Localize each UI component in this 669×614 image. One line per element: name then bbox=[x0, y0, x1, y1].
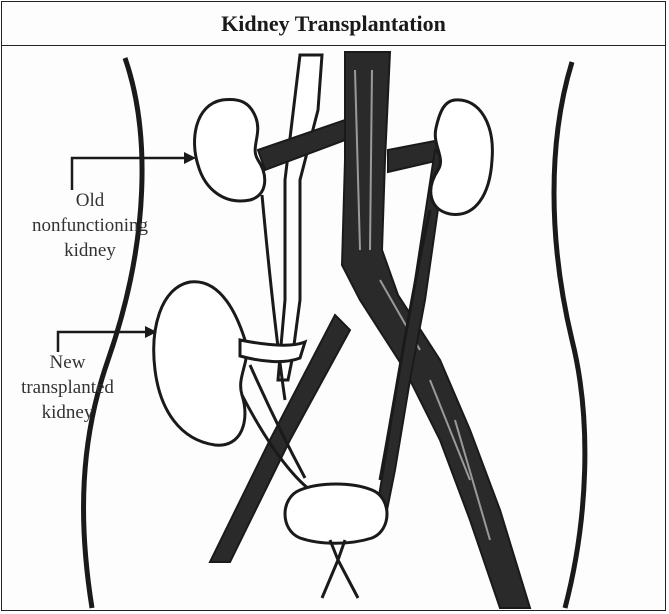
aorta bbox=[278, 55, 322, 380]
label-new-kidney-line1: New bbox=[5, 350, 130, 375]
label-new-kidney-line3: kidney bbox=[5, 400, 130, 425]
bladder bbox=[285, 484, 387, 543]
label-old-kidney: Old nonfunctioning kidney bbox=[15, 188, 165, 263]
label-old-kidney-line1: Old bbox=[15, 188, 165, 213]
urethra bbox=[322, 540, 358, 598]
old-kidney-right bbox=[431, 100, 493, 215]
old-kidney-left bbox=[195, 100, 265, 201]
ureter-left-old bbox=[262, 195, 285, 400]
arrow-new-kidney bbox=[58, 332, 150, 352]
label-old-kidney-line2: nonfunctioning bbox=[15, 213, 165, 238]
label-new-kidney: New transplanted kidney bbox=[5, 350, 130, 425]
label-new-kidney-line2: transplanted bbox=[5, 375, 130, 400]
new-kidney bbox=[154, 282, 247, 446]
arrow-old-kidney bbox=[72, 158, 190, 190]
label-old-kidney-line3: kidney bbox=[15, 238, 165, 263]
body-outline-right bbox=[554, 62, 585, 608]
new-kidney-vessels bbox=[240, 340, 305, 362]
